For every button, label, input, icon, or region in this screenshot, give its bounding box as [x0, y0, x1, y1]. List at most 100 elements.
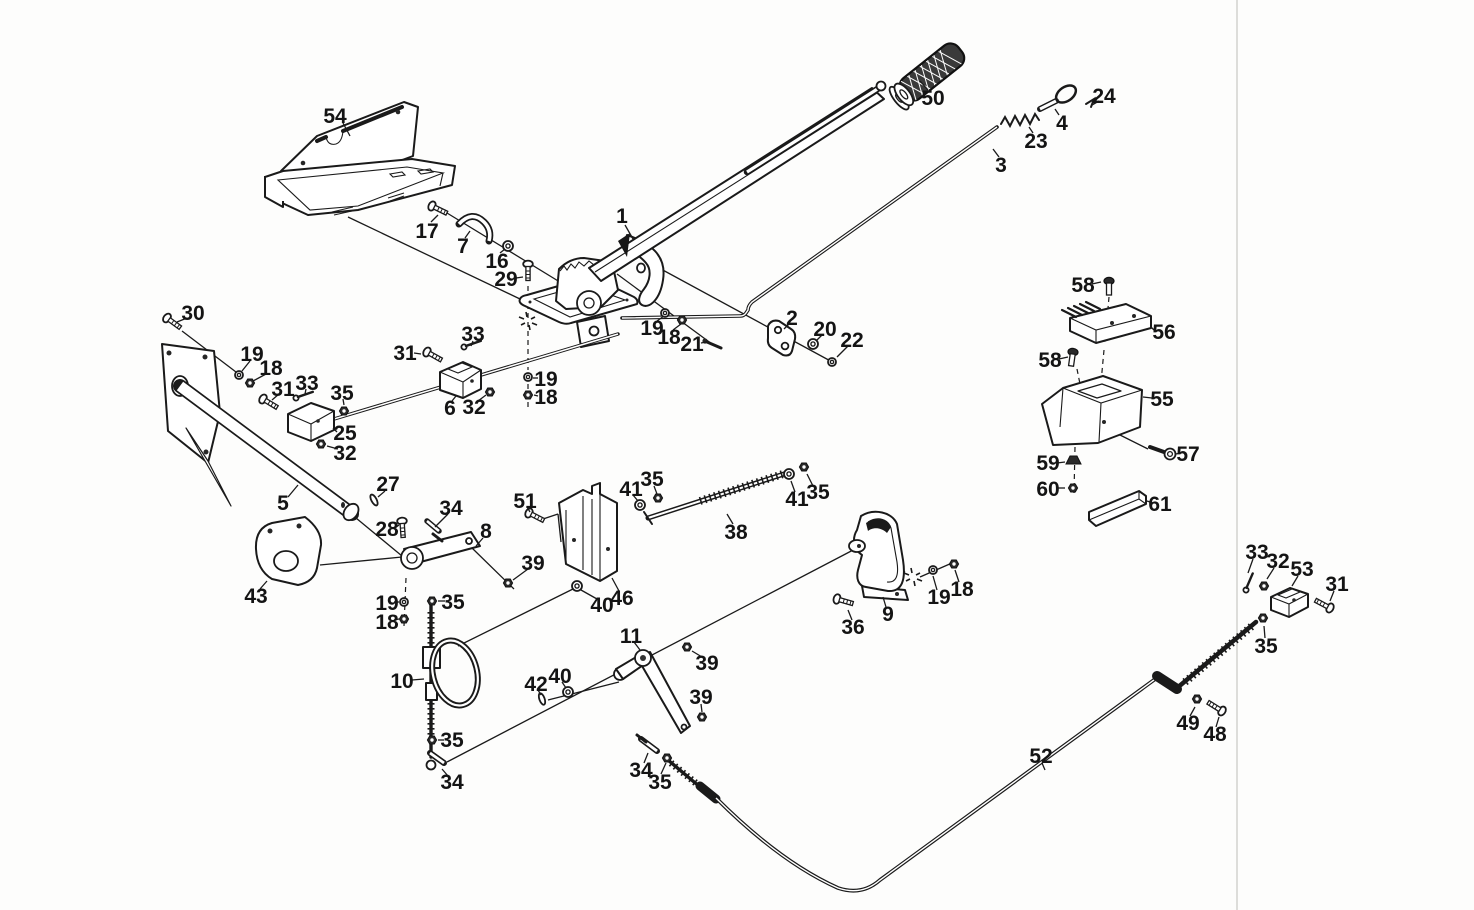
label-leader-9-56 [882, 596, 887, 608]
part-screw-57 [1148, 445, 1177, 461]
part-link-7 [455, 213, 494, 245]
bolt-29 [522, 259, 534, 282]
label-leader-5-31 [287, 484, 299, 498]
label-leader-22-16 [836, 345, 849, 358]
part-label-leaders [176, 80, 1335, 777]
part-pull-rod-10 [422, 604, 441, 759]
part-label-19-57: 19 [927, 586, 950, 609]
label-leader-35-40 [653, 485, 658, 495]
part-label-35-46: 35 [441, 591, 465, 614]
label-leader-25-23 [332, 427, 338, 433]
label-leader-2-14 [783, 322, 791, 330]
label-leader-59-76 [1056, 461, 1066, 464]
part-label-57-75: 57 [1176, 443, 1199, 466]
part-label-35-62: 35 [648, 771, 672, 794]
part-left-mount-plate [161, 343, 232, 507]
part-pawl-guide [623, 234, 665, 307]
part-label-60-77: 60 [1036, 478, 1059, 501]
part-label-20-15: 20 [813, 318, 836, 341]
part-label-36-55: 36 [841, 616, 864, 639]
part-label-31-25: 31 [393, 342, 417, 365]
label-leader-49-64 [1189, 706, 1196, 717]
part-label-18-58: 18 [950, 578, 974, 601]
label-leader-39-51 [691, 650, 703, 658]
label-leader-7-8 [464, 230, 471, 239]
part-label-11-50: 11 [620, 625, 643, 648]
part-label-32-67: 32 [1266, 550, 1289, 573]
part-label-7-8: 7 [457, 235, 469, 258]
part-label-46-54: 46 [610, 587, 633, 610]
pin-33-right [1238, 572, 1261, 595]
part-clevis-pin-4 [1037, 84, 1078, 112]
part-label-1-1: 1 [616, 205, 628, 228]
part-label-21-13: 21 [680, 333, 704, 356]
label-leader-33-66 [1247, 558, 1254, 574]
label-leader-6-27 [451, 395, 457, 402]
part-bracket-9 [848, 510, 909, 601]
part-screw-21 [702, 338, 723, 350]
part-bracket-2 [766, 319, 797, 357]
part-link-8 [400, 531, 481, 570]
part-label-34-61: 34 [629, 759, 653, 782]
part-screw-58a [1103, 276, 1115, 296]
part-brake-rod-3 [620, 125, 999, 320]
label-leader-18-30 [533, 394, 539, 397]
part-label-32-24: 32 [333, 442, 356, 465]
part-nut-60 [1067, 483, 1079, 493]
part-cross-shaft-5 [173, 379, 360, 522]
part-label-42-48: 42 [524, 673, 547, 696]
part-label-27-32: 27 [376, 473, 399, 496]
part-serrated-plate-56 [1060, 300, 1152, 344]
label-leader-18-58 [954, 569, 960, 583]
label-leader-39-38 [512, 568, 529, 581]
part-label-31-69: 31 [1325, 573, 1349, 596]
part-console-bracket-54 [264, 101, 456, 216]
label-leader-35-70 [1263, 625, 1266, 639]
part-label-19-18: 19 [240, 343, 263, 366]
label-leader-31-69 [1329, 590, 1335, 602]
part-label-4-4: 4 [1056, 112, 1068, 135]
part-label-32-28: 32 [462, 396, 485, 419]
label-leader-21-13 [700, 341, 707, 344]
label-leader-18-12 [672, 323, 682, 331]
label-leader-17-7 [430, 214, 439, 223]
label-leader-55-74 [1142, 396, 1153, 399]
label-leader-54-0 [342, 122, 351, 137]
part-label-31-20: 31 [271, 378, 295, 401]
bolt-30 [160, 311, 185, 333]
part-label-3-6: 3 [995, 154, 1007, 177]
part-clamp-block-6 [439, 361, 482, 399]
label-leader-16-9 [499, 248, 506, 254]
part-label-35-40: 35 [640, 468, 664, 491]
part-label-55-74: 55 [1150, 388, 1174, 411]
part-label-56-72: 56 [1152, 321, 1175, 344]
label-leader-33-26 [470, 340, 474, 347]
part-label-39-52: 39 [689, 686, 712, 709]
label-leader-3-6 [992, 148, 1000, 158]
label-leader-29-10 [515, 276, 524, 279]
label-leader-10-47 [411, 678, 425, 681]
label-leader-52-63 [1041, 762, 1046, 771]
part-label-34-60: 34 [440, 771, 464, 794]
part-label-43-33: 43 [244, 585, 267, 608]
part-label-48-65: 48 [1203, 723, 1227, 746]
label-leader-31-20 [271, 393, 280, 401]
label-leader-31-25 [413, 352, 422, 355]
part-label-33-66: 33 [1245, 541, 1268, 564]
label-leader-57-75 [1175, 452, 1181, 455]
part-label-30-17: 30 [181, 302, 204, 325]
part-label-19-29: 19 [534, 368, 557, 391]
label-leader-34-60 [441, 768, 449, 777]
label-leader-19-18 [241, 360, 251, 372]
part-label-23-5: 23 [1024, 130, 1047, 153]
part-label-33-21: 33 [295, 372, 318, 395]
dashed-axes [403, 286, 1110, 627]
part-label-17-7: 17 [415, 220, 438, 243]
part-bracket-46 [558, 482, 618, 582]
part-label-35-70: 35 [1254, 635, 1278, 658]
part-label-50-2: 50 [921, 87, 944, 110]
label-leader-36-55 [847, 609, 853, 621]
label-leader-1-1 [624, 224, 634, 240]
